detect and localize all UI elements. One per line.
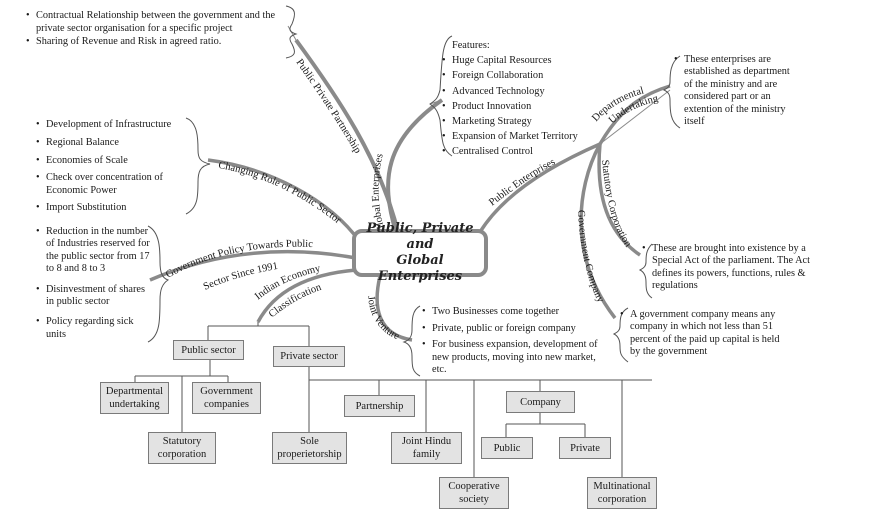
list-item: Two Businesses come together <box>420 306 610 319</box>
list-item: Foreign Collaboration <box>440 68 600 83</box>
global-features: Features: Huge Capital Resources Foreign… <box>440 38 600 160</box>
joint-venture-branch-line <box>375 275 413 342</box>
branch-lines <box>149 38 671 342</box>
list-item: Huge Capital Resources <box>440 53 600 68</box>
list-item: These are brought into existence by a Sp… <box>640 243 810 293</box>
brace-departmental <box>662 55 681 129</box>
global-branch-line <box>386 98 444 233</box>
central-topic-line-2: Global Enterprises <box>377 253 463 284</box>
indian-economy-branch-line <box>256 268 357 323</box>
statutory-points: These are brought into existence by a Sp… <box>640 243 810 293</box>
private-company-box: Private <box>559 437 611 459</box>
departmental-branch-line <box>598 84 671 145</box>
brace-joint-venture <box>402 305 421 377</box>
partnership-box: Partnership <box>344 395 415 417</box>
list-item: Reduction in the number of Industries re… <box>34 226 150 276</box>
changing-role-points: Development of Infrastructure Regional B… <box>34 118 184 215</box>
government-companies-box: Government companies <box>192 382 261 414</box>
gov-company-points: A government company means any company i… <box>618 309 788 359</box>
list-item: Disinvestment of shares in public sector <box>34 284 150 309</box>
public-company-box: Public <box>481 437 533 459</box>
ppp-points: Contractual Relationship between the gov… <box>24 10 292 48</box>
brace-gov-policy <box>147 225 170 343</box>
brace-ppp <box>285 5 298 59</box>
list-item: For business expansion, development of n… <box>420 339 610 377</box>
gov-company-branch-line <box>579 143 617 320</box>
list-item: A government company means any company i… <box>618 309 788 359</box>
list-item: Marketing Strategy <box>440 114 600 129</box>
gov-company-label: Government Company <box>575 210 606 305</box>
list-item: Advanced Technology <box>440 84 600 99</box>
tree-connectors <box>134 322 652 477</box>
list-item: Product Innovation <box>440 99 600 114</box>
list-item: Private, public or foreign company <box>420 323 610 336</box>
ppp-branch-label: Public Private Partnership <box>294 57 363 155</box>
central-topic-line-1: Public, Private and <box>366 221 474 252</box>
list-item: Contractual Relationship between the gov… <box>24 10 292 36</box>
list-item: Sharing of Revenue and Risk in agreed ra… <box>24 36 292 49</box>
list-item: These enterprises are established as dep… <box>672 54 800 128</box>
departmental-points: These enterprises are established as dep… <box>672 54 800 128</box>
list-item: Policy regarding sick units <box>34 316 150 341</box>
list-item: Economies of Scale <box>34 154 184 168</box>
departmental-undertaking-box: Departmental undertaking <box>100 382 169 414</box>
brace-changing-role <box>185 117 211 215</box>
statutory-corporation-box: Statutory corporation <box>148 432 216 464</box>
sole-proprietorship-box: Sole properietorship <box>272 432 347 464</box>
changing-role-branch-line <box>207 158 362 244</box>
cooperative-society-box: Cooperative society <box>439 477 509 509</box>
joint-hindu-family-box: Joint Hindu family <box>391 432 462 464</box>
statutory-branch-line <box>597 143 641 257</box>
list-item: Expansion of Market Territory <box>440 129 600 144</box>
public-sector-box: Public sector <box>173 340 244 360</box>
joint-venture-label: Joint Venture <box>365 295 401 342</box>
gov-policy-points: Reduction in the number of Industries re… <box>34 226 150 341</box>
list-item: Development of Infrastructure <box>34 118 184 132</box>
joint-venture-points: Two Businesses come together Private, pu… <box>420 306 610 377</box>
gov-policy-branch-line <box>149 249 357 282</box>
multinational-corporation-box: Multinational corporation <box>587 477 657 509</box>
central-topic: Public, Private and Global Enterprises <box>352 221 488 284</box>
list-item: Centralised Control <box>440 144 600 159</box>
list-item: Regional Balance <box>34 136 184 150</box>
list-item: Check over concentration of Economic Pow… <box>34 172 184 197</box>
list-item: Import Substitution <box>34 201 184 215</box>
changing-role-branch-label: Changing Role of Public Sector <box>217 160 343 226</box>
public-enterprises-label: Public Enterprises <box>487 157 557 209</box>
features-heading: Features: <box>452 40 490 51</box>
company-box: Company <box>506 391 575 413</box>
private-sector-box: Private sector <box>273 346 345 367</box>
